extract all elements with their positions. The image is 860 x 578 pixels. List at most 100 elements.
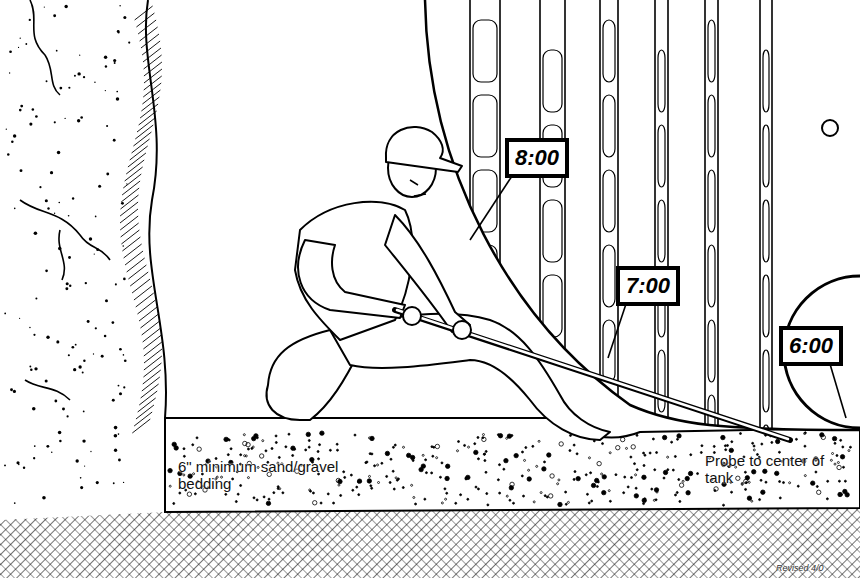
gravel-dot <box>336 449 338 451</box>
wall-hatch-stroke <box>138 398 156 412</box>
soil-speck <box>45 269 48 272</box>
soil-speck <box>90 451 91 452</box>
soil-speck <box>53 14 56 17</box>
gravel-dot <box>752 442 754 444</box>
gravel-dot <box>237 493 239 495</box>
gravel-dot <box>724 445 726 447</box>
gravel-dot <box>482 437 486 441</box>
gravel-dot <box>403 446 405 448</box>
probe-note: Probe to center of tank <box>705 452 840 486</box>
gravel-dot <box>338 484 340 486</box>
rib-segment <box>603 395 615 457</box>
soil-speck <box>80 486 83 489</box>
gravel-dot <box>317 451 319 453</box>
soil-speck <box>72 197 74 199</box>
rib-segment <box>763 200 769 262</box>
gravel-dot <box>474 443 476 445</box>
soil-speck <box>115 283 117 285</box>
rib-segment <box>543 425 562 487</box>
gravel-dot <box>679 500 681 502</box>
soil-speck <box>119 392 122 395</box>
gravel-dot <box>627 486 629 488</box>
gravel-dot <box>474 450 478 454</box>
gravel-dot <box>591 500 593 502</box>
wall-hatch-stroke <box>122 181 140 195</box>
soil-speck <box>105 299 108 302</box>
gravel-dot <box>697 473 699 475</box>
gravel-dot <box>482 434 484 436</box>
gravel-dot <box>196 437 198 439</box>
gravel-dot <box>294 448 296 450</box>
wall-texture <box>4 0 162 504</box>
rib-segment <box>658 50 665 112</box>
gravel-dot <box>690 454 692 456</box>
gravel-dot <box>243 441 247 445</box>
gravel-dot <box>498 434 502 438</box>
soil-speck <box>96 481 99 484</box>
soil-speck <box>45 380 48 383</box>
gravel-dot <box>483 453 485 455</box>
soil-speck <box>123 16 126 19</box>
wall-hatch-stroke <box>139 307 157 321</box>
soil-speck <box>112 321 115 324</box>
gravel-dot <box>779 481 781 483</box>
gravel-dot <box>837 465 841 469</box>
gravel-dot <box>565 491 567 493</box>
soil-speck <box>119 5 121 7</box>
gravel-dot <box>503 468 505 470</box>
gravel-dot <box>797 485 799 487</box>
soil-speck <box>56 340 59 343</box>
gravel-dot <box>225 493 227 495</box>
soil-speck <box>112 399 115 402</box>
gravel-dot <box>652 438 654 440</box>
gravel-dot <box>514 453 518 457</box>
soil-speck <box>104 335 107 338</box>
rib-segment <box>658 200 665 262</box>
soil-speck <box>82 371 84 373</box>
gravel-dot <box>834 463 836 465</box>
soil-speck <box>113 59 116 62</box>
gravel-dot <box>262 440 264 442</box>
tank-port <box>822 120 838 136</box>
gravel-dot <box>609 452 611 454</box>
gravel-dot <box>602 475 606 479</box>
gravel-dot <box>392 470 394 472</box>
soil-speck <box>29 366 31 368</box>
rib-edge <box>704 0 706 440</box>
gravel-dot <box>625 447 627 449</box>
gravel-dot <box>565 503 567 505</box>
probe-rod-highlight <box>397 310 788 439</box>
gravel-dot <box>253 497 255 499</box>
gravel-dot <box>455 502 457 504</box>
soil-speck <box>46 336 49 339</box>
soil-speck <box>34 231 38 235</box>
gravel-dot <box>586 493 588 495</box>
gravel-dot <box>753 449 755 451</box>
gravel-dot <box>377 464 379 466</box>
gravel-dot <box>827 480 829 482</box>
gravel-dot <box>365 462 367 464</box>
hand <box>453 321 471 339</box>
bedding-note: 6" minimum sand/gravel bedding <box>178 458 348 492</box>
soil-speck <box>83 76 85 78</box>
soil-speck <box>68 354 70 356</box>
wall-hatch-stroke <box>134 412 152 426</box>
gravel-dot <box>751 500 753 502</box>
gravel-dot <box>350 474 352 476</box>
gravel-dot <box>308 446 310 448</box>
soil-speck <box>123 278 126 281</box>
gravel-dot <box>484 453 486 455</box>
clock-position-box: 8:00 <box>505 138 569 178</box>
gravel-dot <box>370 485 372 487</box>
gravel-dot <box>336 443 338 445</box>
gravel-dot <box>840 455 844 459</box>
gravel-dot <box>686 491 690 495</box>
soil-speck <box>25 43 27 45</box>
tank-manway <box>784 276 860 428</box>
gravel-dot <box>849 446 851 448</box>
gravel-dot <box>425 472 427 474</box>
gravel-dot <box>775 439 779 443</box>
soil-speck <box>114 426 118 430</box>
gravel-dots <box>168 431 852 507</box>
soil-speck <box>23 467 25 469</box>
